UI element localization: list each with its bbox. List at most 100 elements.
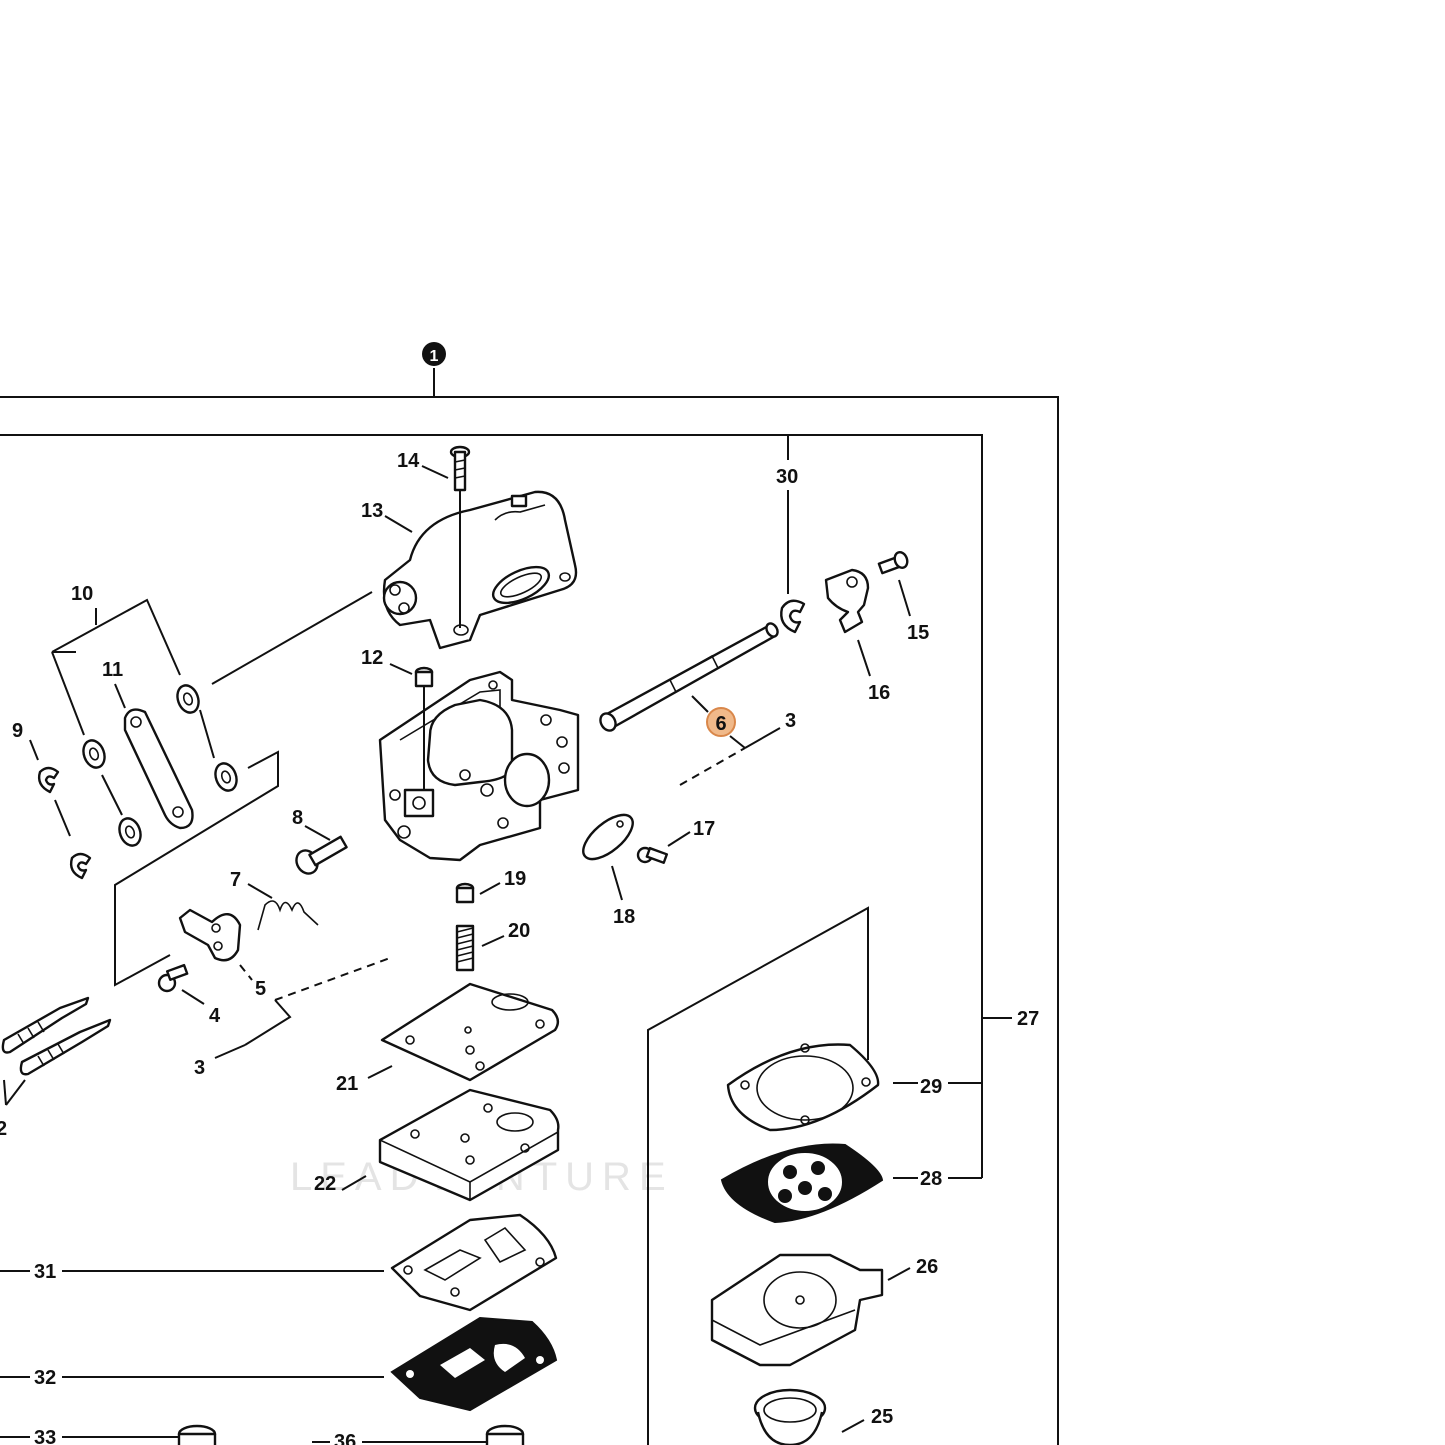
metering-plate-22[interactable]: [378, 1088, 560, 1202]
leader-20: [481, 935, 505, 947]
callout-32: 32: [34, 1367, 56, 1389]
callout-26: 26: [916, 1256, 938, 1278]
leader-14: [421, 465, 449, 479]
linkage-bracket-10: [29, 598, 279, 987]
spring-7[interactable]: [257, 900, 319, 931]
leader-3-right-b: [744, 727, 781, 749]
callout-6: 6: [715, 713, 726, 735]
leader-21: [367, 1065, 393, 1079]
dash-3-right: [679, 747, 746, 786]
needle-19[interactable]: [455, 882, 475, 904]
callout-33: 33: [34, 1427, 56, 1445]
pump-cover-26[interactable]: [710, 1253, 884, 1367]
clip-30[interactable]: [780, 490, 806, 634]
callout-31: 31: [34, 1261, 56, 1283]
callout-3-left: 3: [194, 1057, 205, 1079]
callout-14: 14: [397, 450, 420, 472]
callout-2: 2: [0, 1118, 7, 1140]
callout-7: 7: [230, 869, 241, 891]
callout-22: 22: [314, 1173, 336, 1195]
washer-10d[interactable]: [116, 815, 144, 848]
leader-17: [667, 831, 691, 847]
lever-5[interactable]: [178, 908, 242, 962]
callout-10: 10: [71, 583, 93, 605]
link-rod-11[interactable]: [123, 708, 194, 830]
callout-16: 16: [868, 682, 890, 704]
callout-18: 18: [613, 906, 635, 928]
leader-4: [181, 989, 205, 1005]
primer-bulb-25[interactable]: [753, 1388, 827, 1445]
throttle-shaft-6[interactable]: [597, 621, 779, 733]
leader-2b: [5, 1079, 26, 1106]
callout-20: 20: [508, 920, 530, 942]
carburetor-body[interactable]: [378, 670, 580, 862]
callout-3-right: 3: [785, 710, 796, 732]
callout-25: 25: [871, 1406, 893, 1428]
spring-20[interactable]: [455, 924, 475, 972]
assembly-label: 1: [430, 348, 439, 365]
leader-11: [114, 683, 126, 709]
washer-10a[interactable]: [174, 682, 202, 715]
needle-2b[interactable]: [19, 1018, 112, 1076]
callout-21: 21: [336, 1073, 358, 1095]
leader-7: [247, 883, 273, 899]
callout-30: 30: [776, 466, 798, 488]
filter-36[interactable]: [485, 1424, 525, 1445]
callout-11: 11: [102, 659, 123, 681]
leader-2a: [3, 1079, 7, 1106]
callout-19: 19: [504, 868, 526, 890]
carburetor-top-housing[interactable]: [382, 490, 578, 650]
leader-12: [389, 663, 413, 675]
gasket-31[interactable]: [390, 1213, 558, 1312]
leader-3-left: [214, 1044, 246, 1059]
callout-17: 17: [693, 818, 715, 840]
callout-5: 5: [255, 978, 266, 1000]
washer-10b[interactable]: [80, 737, 108, 770]
idle-screw-8[interactable]: [292, 835, 348, 878]
leader-26: [887, 1267, 911, 1281]
callout-9: 9: [12, 720, 23, 742]
screw-14[interactable]: [449, 445, 471, 628]
callout-6-highlight[interactable]: 6: [706, 707, 736, 737]
leader-25: [841, 1419, 865, 1433]
callout-15: 15: [907, 622, 929, 644]
callout-4: 4: [209, 1005, 221, 1027]
throttle-plate-18[interactable]: [576, 807, 640, 867]
clip-9a[interactable]: [37, 766, 60, 794]
callout-12: 12: [361, 647, 383, 669]
leader-16: [857, 639, 871, 677]
leader-5: [239, 964, 253, 981]
leader-8: [304, 825, 331, 841]
assembly-marker[interactable]: 1: [422, 342, 446, 366]
screw-15[interactable]: [877, 550, 909, 575]
washer-10c[interactable]: [212, 760, 240, 793]
pump-bracket-27: [647, 906, 982, 1445]
callout-8: 8: [292, 807, 303, 829]
callout-36: 36: [334, 1431, 356, 1445]
plug-12[interactable]: [414, 666, 434, 790]
callout-29: 29: [920, 1076, 942, 1098]
leader-3-right: [729, 735, 746, 749]
leader-3-left-b: [244, 999, 292, 1046]
diaphragm-32[interactable]: [390, 1316, 558, 1412]
callout-28: 28: [920, 1168, 942, 1190]
diaphragm-28[interactable]: [720, 1143, 884, 1224]
gasket-29[interactable]: [726, 1043, 880, 1132]
callout-labels: 2 3 3 4 5 7 8 9 10 11 12 13 14 15 16 17 …: [0, 450, 1039, 1445]
callout-13: 13: [361, 500, 383, 522]
leader-19: [479, 882, 501, 895]
leader-6: [691, 695, 709, 713]
leader-22: [341, 1175, 367, 1191]
gasket-21[interactable]: [380, 982, 560, 1082]
clip-9b[interactable]: [69, 852, 92, 880]
dash-3-left: [274, 957, 391, 1001]
leader-13: [384, 515, 413, 533]
needle-2a[interactable]: [1, 996, 90, 1054]
callout-27: 27: [1017, 1008, 1039, 1030]
filter-33[interactable]: [177, 1424, 217, 1445]
throttle-lever-16[interactable]: [824, 568, 870, 634]
screw-4[interactable]: [157, 963, 189, 993]
screw-17[interactable]: [636, 846, 669, 864]
leader-18: [611, 865, 623, 901]
